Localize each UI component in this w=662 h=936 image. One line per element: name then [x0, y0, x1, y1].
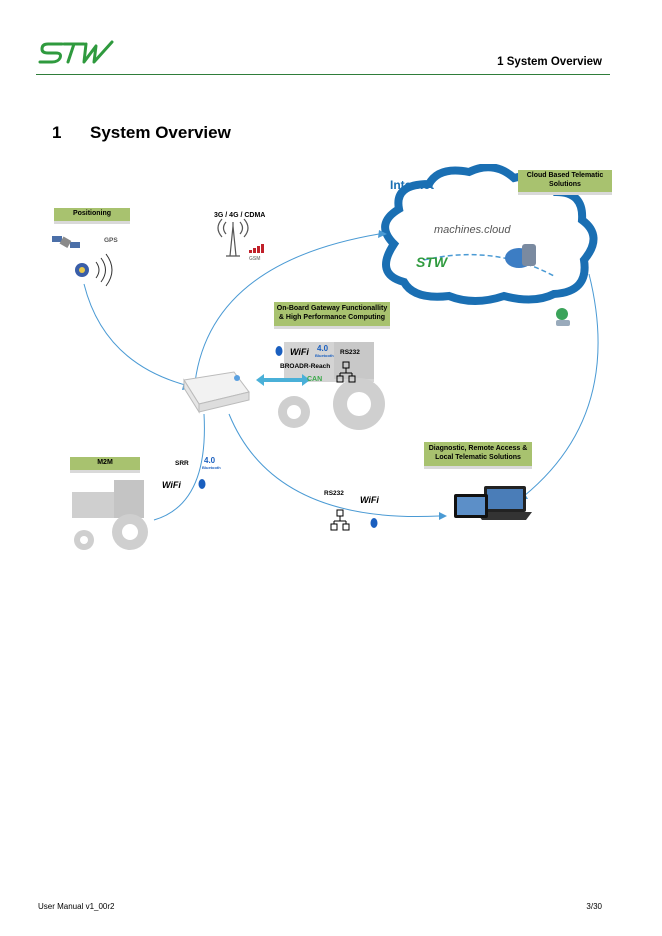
footer-document-name: User Manual v1_00r2 — [38, 902, 115, 911]
internet-label: Internet — [390, 178, 435, 192]
tractor-m2m-icon — [72, 480, 148, 550]
heading-title: System Overview — [90, 123, 231, 142]
cell-tower-icon — [217, 218, 249, 257]
srr-label: SRR — [175, 460, 189, 467]
network-icon-bottom — [330, 509, 350, 531]
section-heading: 1 System Overview — [52, 123, 231, 143]
heading-number: 1 — [52, 123, 62, 142]
positioning-label: Positioning — [54, 208, 130, 221]
onboard-label: On-Board Gateway Functionallity & High P… — [274, 302, 390, 326]
tractor-large-icon — [278, 342, 385, 430]
arrow-positioning-to-gateway — [83, 283, 190, 387]
rs232-label-bottom: RS232 — [324, 490, 344, 497]
gsm-label: GSM — [249, 256, 261, 262]
wifi-label-m2m: WiFi — [162, 480, 181, 490]
diagram-graphics — [52, 164, 599, 550]
cloud-stw-logo: STW — [416, 254, 448, 270]
header-rule — [36, 74, 610, 75]
arrow-cloud-dashed — [423, 253, 555, 277]
bluetooth-icon — [198, 346, 378, 528]
internet-cloud-icon — [381, 164, 598, 305]
arrow-gateway-to-m2m — [153, 413, 205, 521]
wifi-label-bottom: WiFi — [360, 495, 379, 505]
can-link-icon — [256, 374, 310, 386]
arrow-gateway-to-laptop — [228, 413, 440, 518]
network-icon-top — [336, 361, 356, 383]
laptop-tablet-icon — [454, 486, 532, 520]
gps-receiver-icon — [75, 253, 113, 287]
cloud-database-icon — [505, 244, 536, 268]
can-label: CAN — [307, 376, 323, 383]
bt4-label-m2m: 4.0 — [204, 456, 216, 465]
rs232-label-top: RS232 — [340, 349, 360, 356]
gateway-device-icon — [183, 371, 250, 414]
usb-globe-icon — [556, 308, 570, 326]
cloud-solutions-label: Cloud Based Telematic Solutions — [518, 170, 612, 192]
broadr-label: BROADR-Reach — [280, 363, 331, 370]
bluetooth-label-m2m: Bluetooth — [202, 465, 221, 470]
satellite-icon — [52, 236, 80, 248]
header-section-title: 1 System Overview — [497, 56, 602, 68]
gps-label: GPS — [104, 237, 118, 244]
machines-cloud-label: machines.cloud — [434, 224, 511, 236]
arrow-cloud-to-laptop — [523, 273, 599, 497]
network-label: 3G / 4G / CDMA — [214, 212, 266, 219]
stw-logo — [38, 38, 120, 66]
diagnostic-label: Diagnostic, Remote Access & Local Telema… — [424, 442, 532, 466]
wifi-label-top: WiFi — [290, 347, 309, 357]
m2m-label: M2M — [70, 457, 140, 470]
bt4-label-top: 4.0 — [317, 344, 329, 353]
arrow-tower-to-cloud — [193, 233, 380, 393]
system-overview-diagram: Internet Cloud Based Telematic Solutions… — [44, 164, 620, 560]
signal-bars-icon — [249, 244, 264, 253]
bluetooth-label-top: Bluetooth — [315, 353, 334, 358]
footer-page-number: 3/30 — [586, 902, 602, 911]
